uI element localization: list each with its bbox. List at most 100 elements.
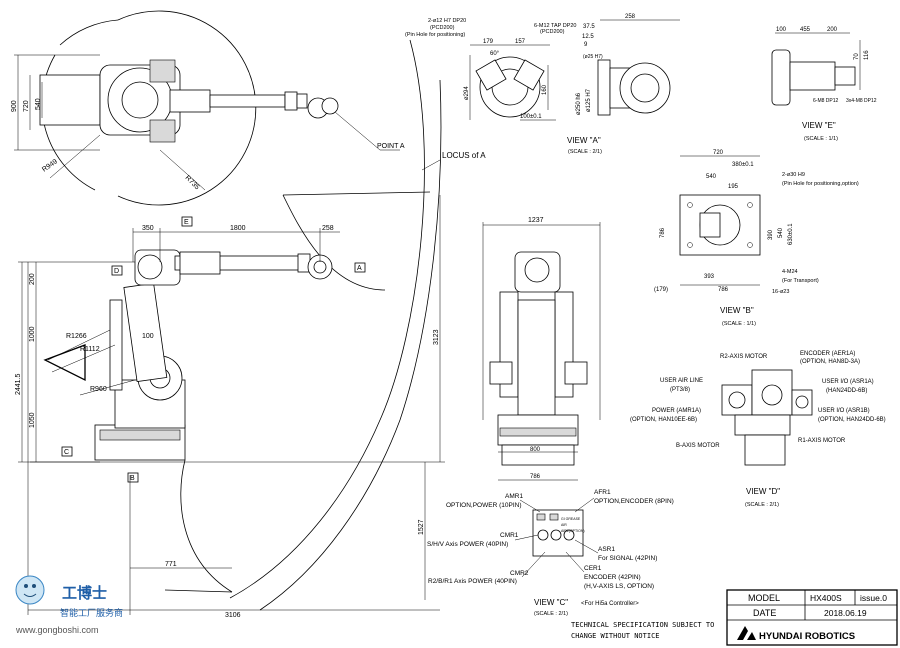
view-b-d390: 390 — [768, 229, 774, 240]
view-c-cmr2: CMR2 — [510, 570, 529, 577]
view-e-d116: 116 — [864, 50, 870, 60]
view-b-d393: 393 — [704, 274, 715, 280]
top-view: 900 720 540 R949 R735 POINT A LOCUS of A — [11, 10, 486, 206]
view-a-note2: 6-M12 TAP DP20 — [534, 23, 577, 29]
view-b-d179: (179) — [654, 287, 668, 293]
view-a-d12: 12.5 — [582, 34, 594, 40]
front-view: 1237 800 786 — [482, 217, 601, 481]
view-b-n1: 2-ø30 H9 — [782, 172, 805, 178]
watermark-tagline: 智能工厂服务商 — [60, 607, 123, 619]
view-b-d786v: 786 — [660, 227, 666, 238]
view-c-cmr1b: S/H/V Axis POWER (40PIN) — [427, 541, 508, 548]
view-d-title: VIEW "D" — [746, 487, 780, 496]
view-b-n3: 16-ø23 — [772, 289, 789, 295]
view-a-d258: 258 — [625, 14, 636, 20]
dim-540: 540 — [35, 98, 42, 110]
view-a-d250: ø250 h6 — [576, 92, 582, 115]
view-c-amr1: AMR1 — [505, 493, 523, 500]
view-c-note: <For Hi5a Controller> — [581, 601, 639, 607]
view-c-title: VIEW "C" — [534, 598, 568, 607]
view-a-title: VIEW "A" — [567, 136, 601, 145]
view-d-power-b: (OPTION, HAN10EE-6B) — [630, 417, 697, 423]
dim-3106: 3106 — [225, 612, 241, 619]
view-a-d160: 160 — [542, 84, 548, 95]
front-dim-800: 800 — [530, 447, 541, 453]
view-a-d294: ø294 — [464, 86, 470, 100]
view-c-air: AIR — [561, 523, 567, 527]
view-c-afr1b: OPTION,ENCODER (8PIN) — [594, 498, 674, 505]
view-d-uio2b: (OPTION, HAN24DD-6B) — [818, 417, 886, 423]
view-a-note2b: (PCD200) — [540, 29, 565, 35]
dim-258: 258 — [322, 225, 334, 232]
view-a: 2-ø12 H7 DP20 (PCD200) (Pin Hole for pos… — [405, 14, 680, 155]
view-d-uio1: USER I/O (ASR1A) — [822, 379, 874, 385]
mascot-icon — [15, 575, 45, 605]
view-d-r2: R2-AXIS MOTOR — [720, 354, 768, 360]
view-c-cer1c: (H,V-AXIS LS, OPTION) — [584, 583, 654, 590]
model-label: MODEL — [748, 593, 780, 603]
view-a-d125: ø125 H7 — [586, 88, 592, 112]
view-d-uio2: USER I/O (ASR1B) — [818, 408, 870, 414]
view-b-d540v: 540 — [778, 227, 784, 238]
dim-100: 100 — [142, 333, 154, 340]
radius-1112: R1112 — [80, 346, 100, 353]
dim-350: 350 — [142, 225, 154, 232]
view-c-grease: GI GREASE — [561, 517, 581, 521]
dim-3123: 3123 — [433, 329, 440, 345]
view-c: AMR1 OPTION,POWER (10PIN) AFR1 OPTION,EN… — [427, 489, 674, 617]
view-c-cer1b: ENCODER (42PIN) — [584, 574, 641, 581]
view-b-d380: 380±0.1 — [732, 162, 754, 168]
view-a-d157: 157 — [515, 39, 526, 45]
side-view: E D A C B 350 1800 258 2441.5 200 1000 1… — [15, 39, 445, 619]
view-a-d25: (ø25 H7) — [583, 54, 603, 60]
view-a-d60: 60° — [490, 51, 500, 57]
radius-735: R735 — [184, 174, 201, 191]
view-a-note1b: (PCD200) — [430, 25, 455, 31]
view-a-note1c: (Pin Hole for positioning) — [405, 32, 465, 38]
view-e-n2: 3x4-M8 DP12 — [846, 98, 877, 104]
view-d-encoder: ENCODER (AER1A) — [800, 351, 855, 357]
dim-1527: 1527 — [418, 519, 425, 535]
view-e-d100: 100 — [776, 27, 787, 33]
view-c-air2: AIR2(OPTION) — [561, 529, 585, 533]
dim-720: 720 — [23, 100, 30, 112]
view-a-d9: 9 — [584, 42, 588, 48]
tag-d: D — [114, 268, 119, 275]
tag-e: E — [184, 219, 189, 226]
view-c-cmr1: CMR1 — [500, 532, 519, 539]
point-a-label: POINT A — [377, 143, 405, 150]
view-b-title: VIEW "B" — [720, 306, 754, 315]
view-b: 720 380±0.1 540 195 786 390 540 630±0.1 … — [654, 150, 859, 327]
view-c-scale: (SCALE : 2/1) — [534, 611, 568, 617]
view-b-d630: 630±0.1 — [788, 223, 794, 245]
view-b-scale: (SCALE : 1/1) — [722, 321, 756, 327]
watermark-url: www.gongboshi.com — [15, 625, 99, 635]
tag-a: A — [357, 265, 362, 272]
hyundai-logo-icon — [737, 626, 748, 640]
dim-1000: 1000 — [29, 326, 36, 342]
view-d-uio1b: (HAN24DD-6B) — [826, 388, 867, 394]
watermark: 工博士 智能工厂服务商 www.gongboshi.com — [15, 575, 123, 635]
brand-name: HYUNDAI ROBOTICS — [759, 631, 855, 642]
radius-949: R949 — [41, 158, 59, 173]
view-d-power: POWER (AMR1A) — [652, 408, 701, 414]
tag-c: C — [64, 449, 69, 456]
view-d-scale: (SCALE : 2/1) — [745, 502, 779, 508]
issue-value: issue.0 — [860, 593, 887, 603]
view-b-d786: 786 — [718, 287, 729, 293]
dim-900: 900 — [11, 100, 18, 112]
view-d-air-b: (PT3/8) — [670, 387, 690, 393]
view-a-note1: 2-ø12 H7 DP20 — [428, 18, 466, 24]
watermark-name: 工博士 — [62, 584, 107, 602]
title-block: MODEL HX400S issue.0 DATE 2018.06.19 HYU… — [726, 589, 898, 646]
front-dim-1237: 1237 — [528, 217, 544, 224]
tag-b: B — [130, 475, 135, 482]
view-e-d200: 200 — [827, 27, 838, 33]
view-c-amr1b: OPTION,POWER (10PIN) — [446, 502, 521, 509]
view-d-bmotor: B-AXIS MOTOR — [676, 443, 720, 449]
view-d-r1: R1-AXIS MOTOR — [798, 438, 846, 444]
view-a-d100: 100±0.1 — [520, 114, 542, 120]
view-a-scale: (SCALE : 2/1) — [568, 149, 602, 155]
